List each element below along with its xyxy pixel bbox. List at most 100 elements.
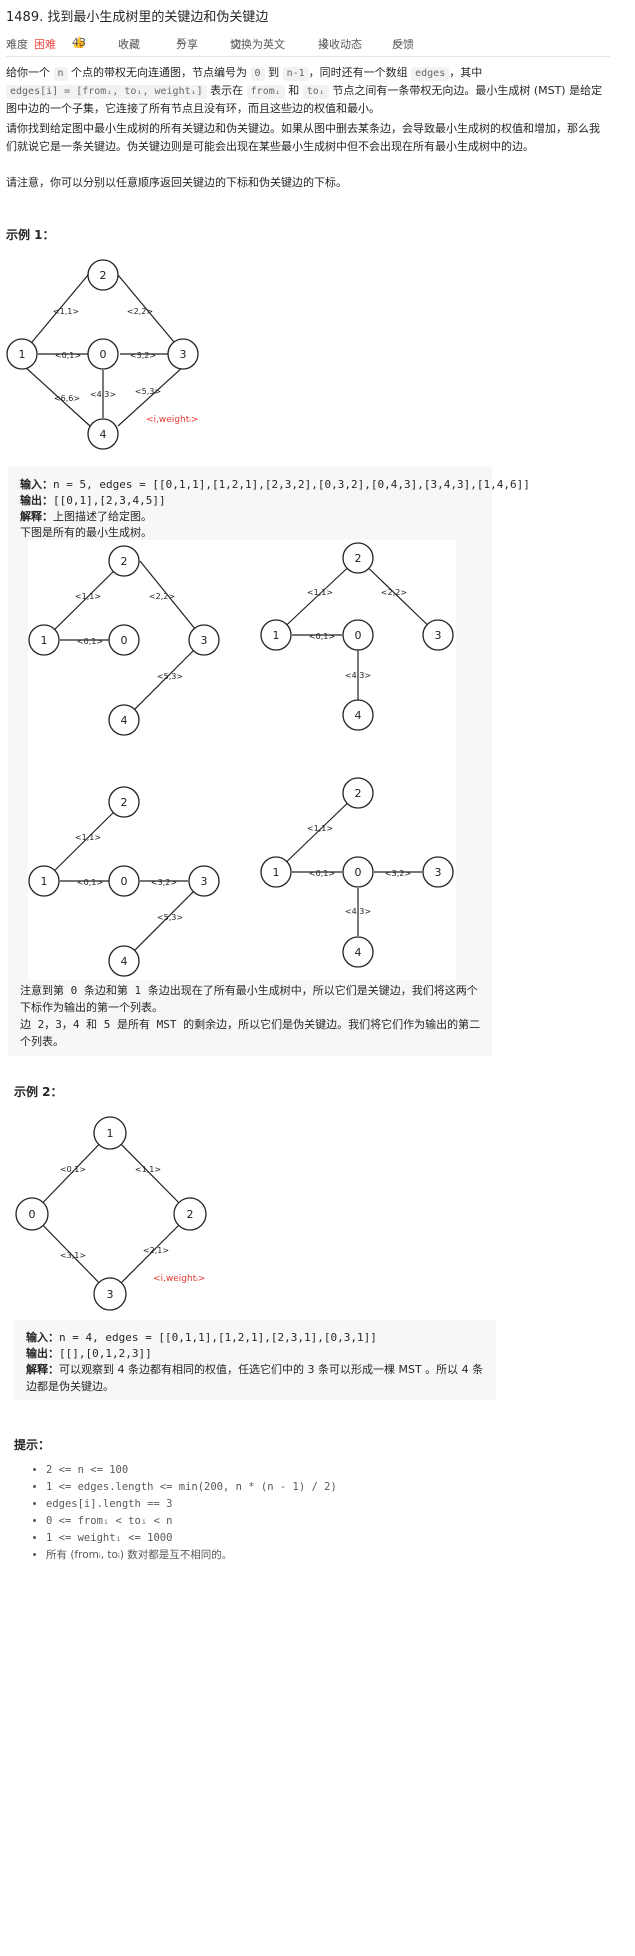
example-1-heading: 示例 1： xyxy=(6,228,55,242)
mst-node: 2 xyxy=(121,555,128,568)
switch-language-label: 切换为英文 xyxy=(230,38,285,51)
mst-graphs-svg: 2 1 0 3 4 2 1 0 3 4 2 1 0 3 4 2 1 0 3 4 <1,1> <2,2> <0,1> <… xyxy=(28,542,454,977)
mst-edge-label: <1,1> xyxy=(307,824,333,833)
graph-node: 2 xyxy=(100,269,107,282)
thumbs-up-icon: 👍 xyxy=(72,36,86,49)
hint-item: 0 <= fromᵢ < toᵢ < n xyxy=(46,1513,337,1530)
difficulty-badge: 困难 xyxy=(34,38,56,51)
graph-node: 3 xyxy=(107,1288,114,1301)
example-2-graph: 1 0 2 3 <0,1> <1,1> <2,1> <3,1> <i,weigh… xyxy=(15,1116,207,1311)
like-count: 43 xyxy=(72,36,86,49)
example-2-block: 输入：n = 4, edges = [[0,1,1],[1,2,1],[2,3,… xyxy=(14,1320,496,1400)
mst-edge-label: <4,3> xyxy=(345,671,371,680)
mst-node: 1 xyxy=(41,634,48,647)
mst-edge-label: <4,3> xyxy=(345,907,371,916)
difficulty-label: 难度 xyxy=(6,38,28,51)
mst-node: 1 xyxy=(41,875,48,888)
share-icon: ⇱ xyxy=(177,36,187,49)
mst-node: 4 xyxy=(121,955,128,968)
mst-edge-label: <2,2> xyxy=(149,592,175,601)
mst-node: 0 xyxy=(121,634,128,647)
mst-node: 1 xyxy=(273,629,280,642)
explain-line: 解释：上图描述了给定图。 xyxy=(20,510,152,523)
output-line: 输出：[[0,1],[2,3,4,5]] xyxy=(20,494,166,507)
mst-note: 下图是所有的最小生成树。 xyxy=(20,526,152,539)
mst-edge-label: <2,2> xyxy=(381,588,407,597)
edge-label: <0,1> xyxy=(55,351,81,360)
mst-node: 0 xyxy=(121,875,128,888)
input-line: 输入：n = 5, edges = [[0,1,1],[1,2,1],[2,3,… xyxy=(20,478,530,491)
mst-edge-label: <5,3> xyxy=(157,672,183,681)
mst-edge-label: <0,1> xyxy=(309,869,335,878)
explanation-pseudo: 边 2，3，4 和 5 是所有 MST 的剩余边，所以它们是伪关键边。我们将它们… xyxy=(20,1018,481,1048)
feedback-icon: ▭ xyxy=(392,36,404,49)
edge-label: <6,6> xyxy=(54,394,80,403)
graph-node: 4 xyxy=(100,428,107,441)
mst-node: 0 xyxy=(355,629,362,642)
mst-node: 3 xyxy=(435,866,442,879)
mst-edge-label: <1,1> xyxy=(75,592,101,601)
star-icon: ☆ xyxy=(119,36,129,49)
subscribe-label: 接收动态 xyxy=(318,38,362,51)
mst-edge-label: <0,1> xyxy=(309,632,335,641)
mst-node: 4 xyxy=(121,714,128,727)
edge-legend: <i,weightᵢ> xyxy=(153,1274,205,1284)
header-divider xyxy=(6,56,610,57)
graph-node: 0 xyxy=(100,348,107,361)
mst-node: 3 xyxy=(201,875,208,888)
mst-node: 4 xyxy=(355,709,362,722)
bell-icon: ♫ xyxy=(319,36,329,49)
example-1-graph: 2 1 0 3 4 <1,1> <2,2> <0,1> <3,2> <4,3> … xyxy=(6,259,199,450)
mst-node: 2 xyxy=(121,796,128,809)
share-label: 分享 xyxy=(176,38,198,51)
hints-heading: 提示： xyxy=(14,1438,51,1452)
feedback-label: 反馈 xyxy=(392,38,414,51)
mst-node: 4 xyxy=(355,946,362,959)
graph-node: 2 xyxy=(187,1208,194,1221)
edge-label: <1,1> xyxy=(53,307,79,316)
description-paragraph-2: 请你找到给定图中最小生成树的所有关键边和伪关键边。如果从图中删去某条边，会导致最… xyxy=(6,122,600,153)
hint-item: 1 <= edges.length <= min(200, n * (n - 1… xyxy=(46,1479,337,1496)
output-line: 输出：[[],[0,1,2,3]] xyxy=(26,1347,152,1360)
edge-legend: <i,weightᵢ> xyxy=(146,415,198,425)
mst-node: 0 xyxy=(355,866,362,879)
graph-node: 1 xyxy=(19,348,26,361)
mst-node: 1 xyxy=(273,866,280,879)
graph-node: 3 xyxy=(180,348,187,361)
edge-label: <2,2> xyxy=(127,307,153,316)
hint-item: 1 <= weightᵢ <= 1000 xyxy=(46,1530,337,1547)
edge-label: <2,1> xyxy=(143,1246,169,1255)
example-2-heading: 示例 2： xyxy=(14,1085,63,1099)
hint-item: 2 <= n <= 100 xyxy=(46,1462,337,1479)
mst-edge-label: <3,2> xyxy=(151,878,177,887)
mst-edge-label: <1,1> xyxy=(307,588,333,597)
mst-edge-label: <1,1> xyxy=(75,833,101,842)
description-paragraph-3: 请注意，你可以分别以任意顺序返回关键边的下标和伪关键边的下标。 xyxy=(6,176,347,189)
edge-label: <3,2> xyxy=(130,351,156,360)
edge-label: <0,1> xyxy=(60,1165,86,1174)
hints-list: 2 <= n <= 100 1 <= edges.length <= min(2… xyxy=(22,1462,337,1564)
edge-label: <1,1> xyxy=(135,1165,161,1174)
hint-item: 所有 (fromᵢ, toᵢ) 数对都是互不相同的。 xyxy=(46,1547,337,1564)
explain-line: 解释：可以观察到 4 条边都有相同的权值，任选它们中的 3 条可以形成一棵 MS… xyxy=(26,1363,484,1393)
mst-node: 2 xyxy=(355,787,362,800)
edge-label: <5,3> xyxy=(135,387,161,396)
mst-node: 2 xyxy=(355,552,362,565)
mst-edge-label: <0,1> xyxy=(77,637,103,646)
mst-edge-label: <0,1> xyxy=(77,878,103,887)
hint-item: edges[i].length == 3 xyxy=(46,1496,337,1513)
mst-node: 3 xyxy=(435,629,442,642)
edge-label: <3,1> xyxy=(60,1251,86,1260)
favorite-label: 收藏 xyxy=(118,38,140,51)
translate-icon: 文 xyxy=(230,38,242,51)
input-line: 输入：n = 4, edges = [[0,1,1],[1,2,1],[2,3,… xyxy=(26,1331,377,1344)
graph-node: 0 xyxy=(29,1208,36,1221)
description-paragraph-1: 给你一个 n 个点的带权无向连通图，节点编号为 0 到 n-1，同时还有一个数组… xyxy=(6,66,603,115)
graph-node: 1 xyxy=(107,1127,114,1140)
mst-graphs: 2 1 0 3 4 2 1 0 3 4 2 1 0 3 4 2 1 0 3 4 <1,1> <2,2> <0,1> <… xyxy=(28,540,456,980)
mst-edge-label: <5,3> xyxy=(157,913,183,922)
explanation-critical: 注意到第 0 条边和第 1 条边出现在了所有最小生成树中，所以它们是关键边，我们… xyxy=(20,984,478,1014)
problem-title: 1489. 找到最小生成树里的关键边和伪关键边 xyxy=(6,10,269,25)
mst-node: 3 xyxy=(201,634,208,647)
mst-edge-label: <3,2> xyxy=(385,869,411,878)
